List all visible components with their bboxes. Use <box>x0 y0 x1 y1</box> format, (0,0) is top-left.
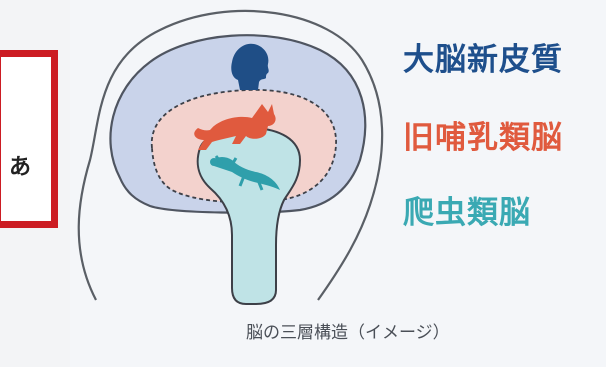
head-outline <box>77 9 384 301</box>
callout-text: あ <box>9 155 32 180</box>
label-paleomammalian-brain: 旧哺乳類脳 <box>403 120 563 156</box>
label-reptilian-brain: 爬虫類脳 <box>403 195 531 231</box>
reptilian-region <box>196 126 302 305</box>
label-neocortex: 大脳新皮質 <box>403 42 563 78</box>
cat-icon <box>194 104 276 150</box>
human-head-icon <box>231 43 269 90</box>
red-callout-box: あ <box>0 50 58 228</box>
lizard-icon <box>210 155 280 191</box>
figure-caption: 脳の三層構造（イメージ） <box>246 323 450 343</box>
